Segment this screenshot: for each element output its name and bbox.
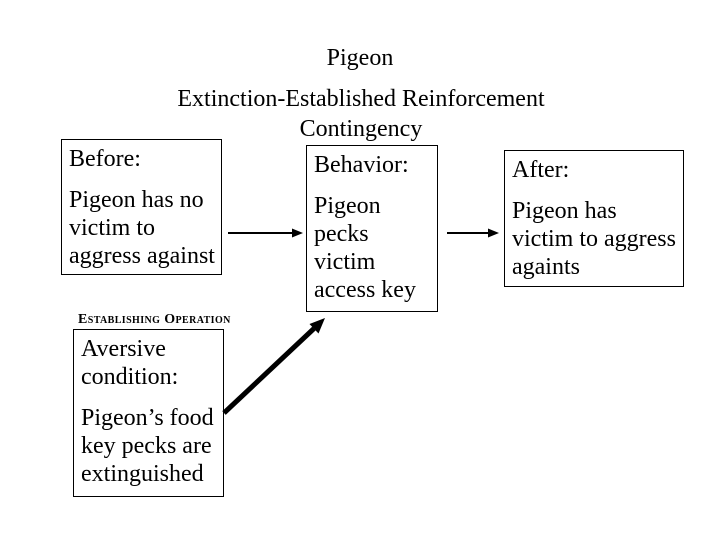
behavior-box-line: Pigeon <box>314 193 381 219</box>
after-box-heading: After: <box>512 157 570 183</box>
slide-subtitle-line-1: Extinction-Established Reinforcement <box>177 86 545 112</box>
before-box-heading: Before: <box>69 146 141 172</box>
aversive-box-line: Pigeon’s food <box>81 405 214 431</box>
slide-subtitle-line-2: Contingency <box>299 116 423 142</box>
before-box: Before: Pigeon has no victim to aggress … <box>61 139 222 275</box>
before-box-line: aggress against <box>69 243 215 269</box>
behavior-box-line: victim <box>314 249 376 275</box>
arrow-behavior-to-after-icon <box>447 228 499 238</box>
aversive-box-line: key pecks are <box>81 433 212 459</box>
after-box: After: Pigeon has victim to aggress agai… <box>504 150 684 287</box>
before-box-line: victim to <box>69 215 155 241</box>
slide-title: Pigeon <box>326 45 394 71</box>
arrow-before-to-behavior-icon <box>228 228 303 238</box>
arrow-aversive-to-behavior-icon <box>222 318 325 415</box>
aversive-box-body: Pigeon’s food key pecks are extinguished <box>81 404 216 488</box>
behavior-box-line: access key <box>314 277 416 303</box>
behavior-box-body: Pigeon pecks victim access key <box>314 192 430 304</box>
after-box-line: Pigeon has <box>512 198 617 224</box>
behavior-box: Behavior: Pigeon pecks victim access key <box>306 145 438 312</box>
slide-subtitle: Extinction-Established Reinforcement Con… <box>0 84 720 144</box>
behavior-box-heading: Behavior: <box>314 152 409 178</box>
after-box-line: againts <box>512 254 580 280</box>
before-box-body: Pigeon has no victim to aggress against <box>69 186 215 270</box>
after-box-line: victim to aggress <box>512 226 676 252</box>
before-box-line: Pigeon has no <box>69 187 204 213</box>
behavior-box-line: pecks <box>314 221 369 247</box>
aversive-condition-box: Aversive condition: Pigeon’s food key pe… <box>73 329 224 497</box>
aversive-box-line: extinguished <box>81 461 204 487</box>
aversive-box-heading-line: Aversive <box>81 336 166 362</box>
after-box-body: Pigeon has victim to aggress againts <box>512 197 676 281</box>
establishing-operation-label: Establishing Operation <box>78 312 231 327</box>
aversive-box-heading-line: condition: <box>81 364 179 390</box>
